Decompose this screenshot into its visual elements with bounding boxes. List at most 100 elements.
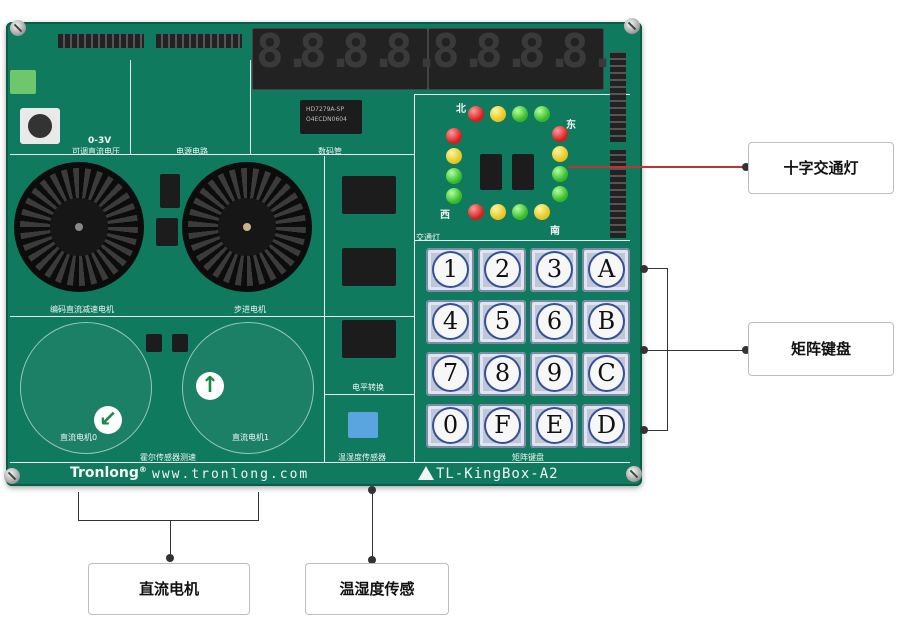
- traffic-light-label: 交通灯: [416, 233, 440, 242]
- dc-motor-bracket: [170, 520, 171, 560]
- bracket-dot: [640, 346, 648, 354]
- keypad-key[interactable]: E: [530, 404, 578, 448]
- level-shift-chip: [342, 320, 396, 358]
- keypad-key[interactable]: D: [582, 404, 630, 448]
- pointer-dot: [742, 163, 750, 171]
- display-digit: 8.: [432, 24, 488, 78]
- pointer-dot: [368, 556, 376, 564]
- driver-chip-label: HD7279A-SP: [306, 106, 344, 113]
- keycap-label: 6: [538, 305, 571, 338]
- divider: [130, 60, 131, 154]
- corner-screw-icon: [626, 466, 642, 482]
- keypad-key[interactable]: 9: [530, 352, 578, 396]
- divider: [250, 60, 251, 154]
- divider: [10, 316, 414, 317]
- power-circuit-label: 电源电路: [176, 147, 208, 156]
- dc-motor-0-disc: [20, 322, 152, 454]
- divider: [324, 394, 414, 395]
- dc-motor-bracket: [258, 492, 259, 520]
- keycap-label: A: [590, 253, 623, 286]
- temp-humidity-sensor: [348, 412, 378, 438]
- matrix-keys-label: 矩阵键盘: [512, 453, 544, 462]
- divider: [414, 94, 415, 462]
- led-yellow-icon: [534, 204, 550, 220]
- pointer-dot: [742, 346, 750, 354]
- keycap-label: 3: [538, 253, 571, 286]
- driver-chip-code: O4ECDN0604: [306, 116, 347, 123]
- stepper-motor-label: 步进电机: [234, 305, 266, 314]
- keycap-label: 2: [486, 253, 519, 286]
- led-green-icon: [552, 166, 568, 182]
- led-yellow-icon: [446, 148, 462, 164]
- keycap-label: 7: [434, 357, 467, 390]
- led-green-icon: [446, 188, 462, 204]
- brand-mark: ®: [138, 465, 147, 474]
- keypad-key[interactable]: 5: [478, 300, 526, 344]
- encoder-motor-label: 编码直流减速电机: [50, 305, 114, 314]
- pcb-board: 0-3V 可调直流电压 电源电路 HD7279A-SP O4ECDN0604 数…: [4, 18, 642, 486]
- led-green-icon: [534, 106, 550, 122]
- potentiometer: [20, 108, 60, 144]
- led-green-icon: [512, 204, 528, 220]
- corner-screw-icon: [4, 468, 20, 484]
- keycap-label: C: [590, 357, 623, 390]
- led-green-icon: [552, 186, 568, 202]
- keypad-key[interactable]: F: [478, 404, 526, 448]
- pin-header: [610, 52, 626, 142]
- keypad-key[interactable]: B: [582, 300, 630, 344]
- keypad-key[interactable]: 4: [426, 300, 474, 344]
- keypad-key[interactable]: 2: [478, 248, 526, 292]
- display-digit: 8.: [561, 24, 617, 78]
- dc-motor-bracket: [78, 520, 259, 521]
- keycap-label: 0: [434, 409, 467, 442]
- voltage-range-label: 0-3V: [88, 136, 112, 146]
- led-green-icon: [446, 168, 462, 184]
- direction-south: 南: [550, 226, 560, 237]
- brand-name: Tronlong: [70, 465, 139, 481]
- keypad-key[interactable]: 7: [426, 352, 474, 396]
- keypad-key[interactable]: 8: [478, 352, 526, 396]
- pin-header: [58, 34, 144, 48]
- pin-header: [156, 34, 242, 48]
- bracket-dot: [166, 554, 174, 562]
- display-digit: 8.: [256, 24, 312, 78]
- adjustable-voltage-label: 可调直流电压: [72, 147, 120, 156]
- level-shift-chip: [342, 176, 396, 214]
- bracket-dot: [640, 265, 648, 273]
- dc-motor-1-arrow-icon: ↑: [196, 372, 224, 400]
- display-digit: 8.: [518, 24, 574, 78]
- keypad-key[interactable]: C: [582, 352, 630, 396]
- keycap-label: 1: [434, 253, 467, 286]
- led-red-icon: [468, 204, 484, 220]
- keycap-label: 5: [486, 305, 519, 338]
- keypad-key[interactable]: 1: [426, 248, 474, 292]
- dc-motor-0-arrow-icon: ↙: [94, 406, 122, 434]
- keypad-key[interactable]: 3: [530, 248, 578, 292]
- terminal-block: [10, 70, 36, 94]
- display-digit: 8.: [475, 24, 531, 78]
- model-text: TL-KingBox-A2: [436, 466, 559, 482]
- hall-sensor-chip: [172, 334, 188, 352]
- direction-north: 北: [456, 104, 466, 115]
- keypad-key[interactable]: A: [582, 248, 630, 292]
- keycap-label: F: [486, 409, 519, 442]
- led-yellow-icon: [490, 204, 506, 220]
- keypad-key[interactable]: 0: [426, 404, 474, 448]
- display-digit: 8.: [385, 24, 441, 78]
- divider: [10, 154, 414, 155]
- temp-sensor-pointer: [372, 490, 373, 562]
- driver-chip: [156, 218, 178, 246]
- keypad-bracket: [644, 430, 668, 431]
- dc-motor-0-label: 直流电机0: [60, 433, 98, 442]
- motor-shaft: [243, 223, 251, 231]
- keypad-key[interactable]: 6: [530, 300, 578, 344]
- dc-motor-1-label: 直流电机1: [232, 433, 270, 442]
- brand-logo: Tronlong®: [70, 465, 147, 481]
- keycap-label: 9: [538, 357, 571, 390]
- traffic-light-pointer: [568, 166, 746, 168]
- matrix-keypad-callout: 矩阵键盘: [748, 322, 894, 376]
- triangle-logo-icon: [418, 466, 434, 480]
- motor-shaft: [75, 223, 83, 231]
- traffic-driver-chip: [512, 154, 534, 190]
- direction-west: 西: [440, 210, 450, 221]
